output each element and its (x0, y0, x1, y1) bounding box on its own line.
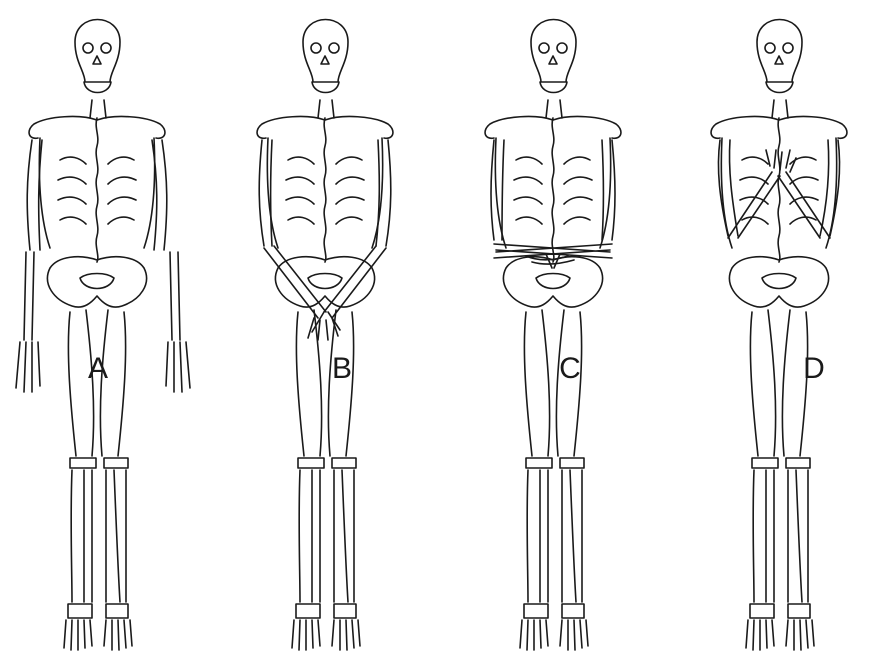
mandible (312, 82, 339, 93)
right-ribcage-outline (600, 138, 611, 248)
sacrum (80, 274, 114, 289)
spine (552, 118, 554, 262)
right-clavicle (97, 117, 165, 139)
skull (75, 20, 120, 83)
left-foot (292, 620, 320, 650)
left-humerus (259, 140, 272, 246)
left-ribcage-outline (495, 138, 506, 248)
right-tibia-fibula (106, 470, 126, 602)
right-eye-socket (557, 43, 567, 53)
forearms (24, 252, 180, 340)
skull (303, 20, 348, 83)
left-tibia-fibula (753, 470, 774, 602)
left-humerus (491, 140, 504, 240)
skeleton-panel-b (228, 0, 448, 656)
nasal-cavity (549, 56, 557, 64)
panel-label-b: B (322, 352, 362, 386)
left-ribs (286, 157, 314, 224)
right-ribs (108, 157, 136, 224)
ankles (296, 604, 356, 618)
left-tibia-fibula (527, 470, 548, 602)
right-tibia-fibula (562, 470, 582, 602)
right-clavicle (325, 117, 393, 139)
knees (298, 458, 356, 468)
right-clavicle (553, 117, 621, 139)
skull (757, 20, 802, 83)
panel-label-d: D (794, 352, 834, 386)
right-foot (786, 620, 814, 650)
right-tibia-fibula (334, 470, 354, 602)
right-clavicle (779, 117, 847, 139)
left-clavicle (485, 117, 553, 139)
left-ribs (58, 157, 86, 224)
neck-vertebrae (90, 100, 106, 118)
left-ribcage-outline (267, 138, 278, 248)
left-eye-socket (83, 43, 93, 53)
knees (526, 458, 584, 468)
right-foot (104, 620, 132, 650)
ankles (68, 604, 128, 618)
left-clavicle (29, 117, 97, 139)
panel-label-c: C (550, 352, 590, 386)
knees (70, 458, 128, 468)
left-clavicle (257, 117, 325, 139)
left-foot (520, 620, 548, 650)
left-eye-socket (765, 43, 775, 53)
sacrum (762, 274, 796, 289)
mandible (766, 82, 793, 93)
left-ribs (514, 157, 542, 224)
sacrum (308, 274, 342, 289)
pelvis (729, 257, 828, 307)
right-ribs (564, 157, 592, 224)
skeleton-panel-a (0, 0, 220, 656)
nasal-cavity (775, 56, 783, 64)
right-tibia-fibula (788, 470, 808, 602)
sacrum (536, 274, 570, 289)
left-femur (750, 310, 775, 456)
neck-vertebrae (318, 100, 334, 118)
spine (778, 118, 780, 262)
left-foot (746, 620, 774, 650)
right-eye-socket (101, 43, 111, 53)
skeleton-panel-c (456, 0, 676, 656)
left-tibia-fibula (299, 470, 320, 602)
right-ribcage-outline (144, 138, 155, 248)
right-humerus (602, 140, 615, 240)
knees (752, 458, 810, 468)
mandible (540, 82, 567, 93)
right-foot (332, 620, 360, 650)
neck-vertebrae (546, 100, 562, 118)
nasal-cavity (93, 56, 101, 64)
pelvis (47, 257, 146, 307)
right-foot (560, 620, 588, 650)
left-femur (524, 310, 549, 456)
left-eye-socket (539, 43, 549, 53)
left-tibia-fibula (71, 470, 92, 602)
skull (531, 20, 576, 83)
left-clavicle (711, 117, 779, 139)
mandible (84, 82, 111, 93)
nasal-cavity (321, 56, 329, 64)
panel-label-a: A (78, 352, 118, 386)
ankles (750, 604, 810, 618)
spine (96, 118, 98, 262)
right-humerus (376, 140, 391, 246)
spine (324, 118, 326, 262)
hands (766, 150, 796, 172)
left-foot (64, 620, 92, 650)
left-eye-socket (311, 43, 321, 53)
ankles (524, 604, 584, 618)
right-eye-socket (329, 43, 339, 53)
right-ribs (336, 157, 364, 224)
right-eye-socket (783, 43, 793, 53)
skeleton-panel-d (682, 0, 877, 656)
neck-vertebrae (772, 100, 788, 118)
